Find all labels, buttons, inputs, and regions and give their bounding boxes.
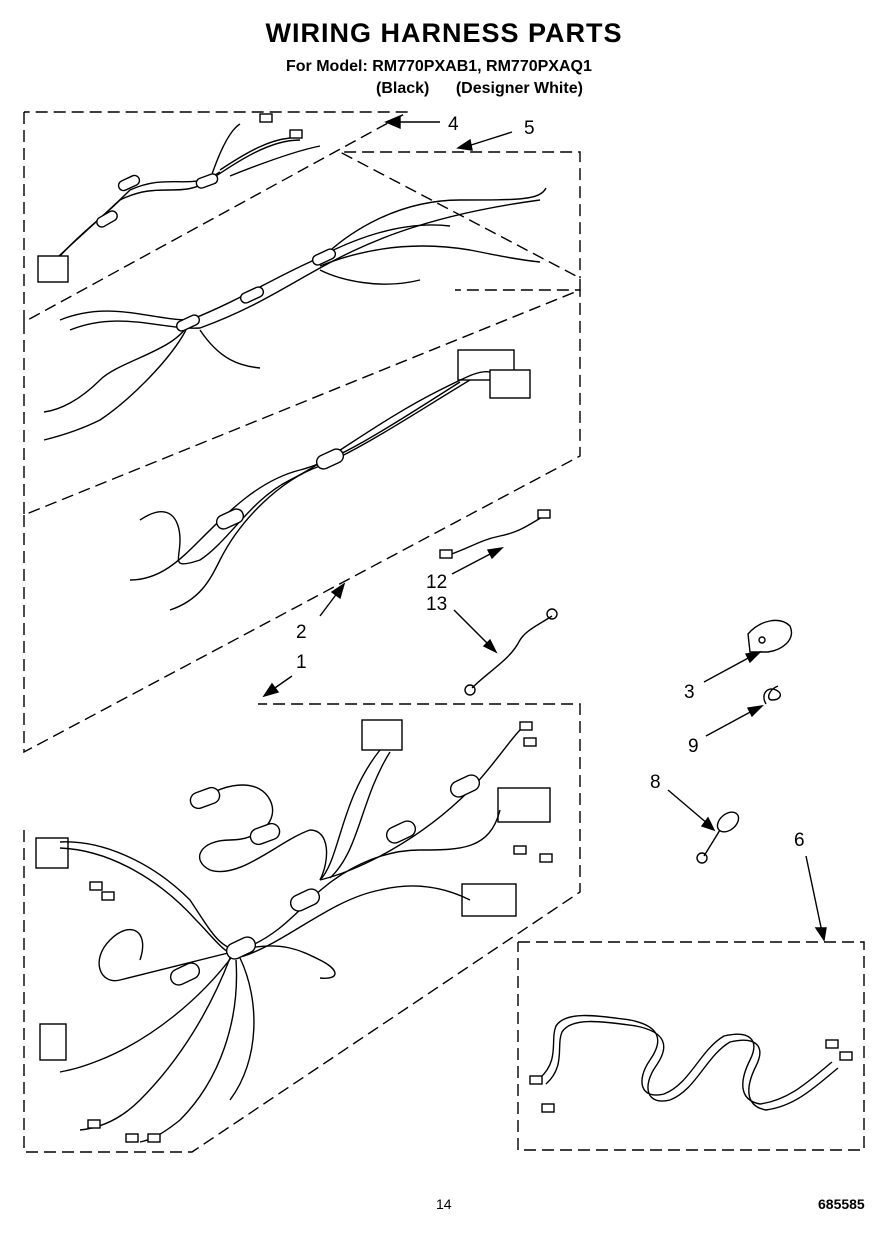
leader-lines [262, 114, 827, 942]
model-numbers: For Model: RM770PXAB1, RM770PXAQ1 [286, 58, 592, 75]
harness-group-1 [23, 703, 581, 1153]
callout-1: 1 [296, 652, 307, 673]
callout-5: 5 [524, 118, 535, 139]
harness-group-4 [23, 111, 409, 324]
callout-2: 2 [296, 622, 307, 643]
small-part-3 [747, 619, 793, 653]
small-part-13 [464, 608, 558, 696]
variant-white: (Designer White) [455, 80, 583, 97]
callout-4: 4 [448, 114, 459, 135]
page-title: WIRING HARNESS PARTS [265, 18, 623, 48]
small-part-9 [763, 685, 782, 705]
callout-3: 3 [684, 682, 695, 703]
callout-6: 6 [794, 830, 805, 851]
small-part-12 [439, 509, 551, 559]
callout-8: 8 [650, 772, 661, 793]
harness-group-2 [23, 289, 581, 754]
small-part-8 [696, 811, 740, 864]
callout-12: 12 [426, 572, 448, 593]
callout-9: 9 [688, 736, 699, 757]
variant-black: (Black) [376, 80, 430, 97]
harness-group-5 [23, 151, 581, 517]
page-number: 14 [436, 1196, 452, 1212]
model-variants: (Black) (Designer White) [376, 80, 605, 98]
document-code: 685585 [818, 1196, 865, 1212]
harness-part-6 [517, 941, 865, 1151]
callout-13: 13 [426, 594, 448, 615]
